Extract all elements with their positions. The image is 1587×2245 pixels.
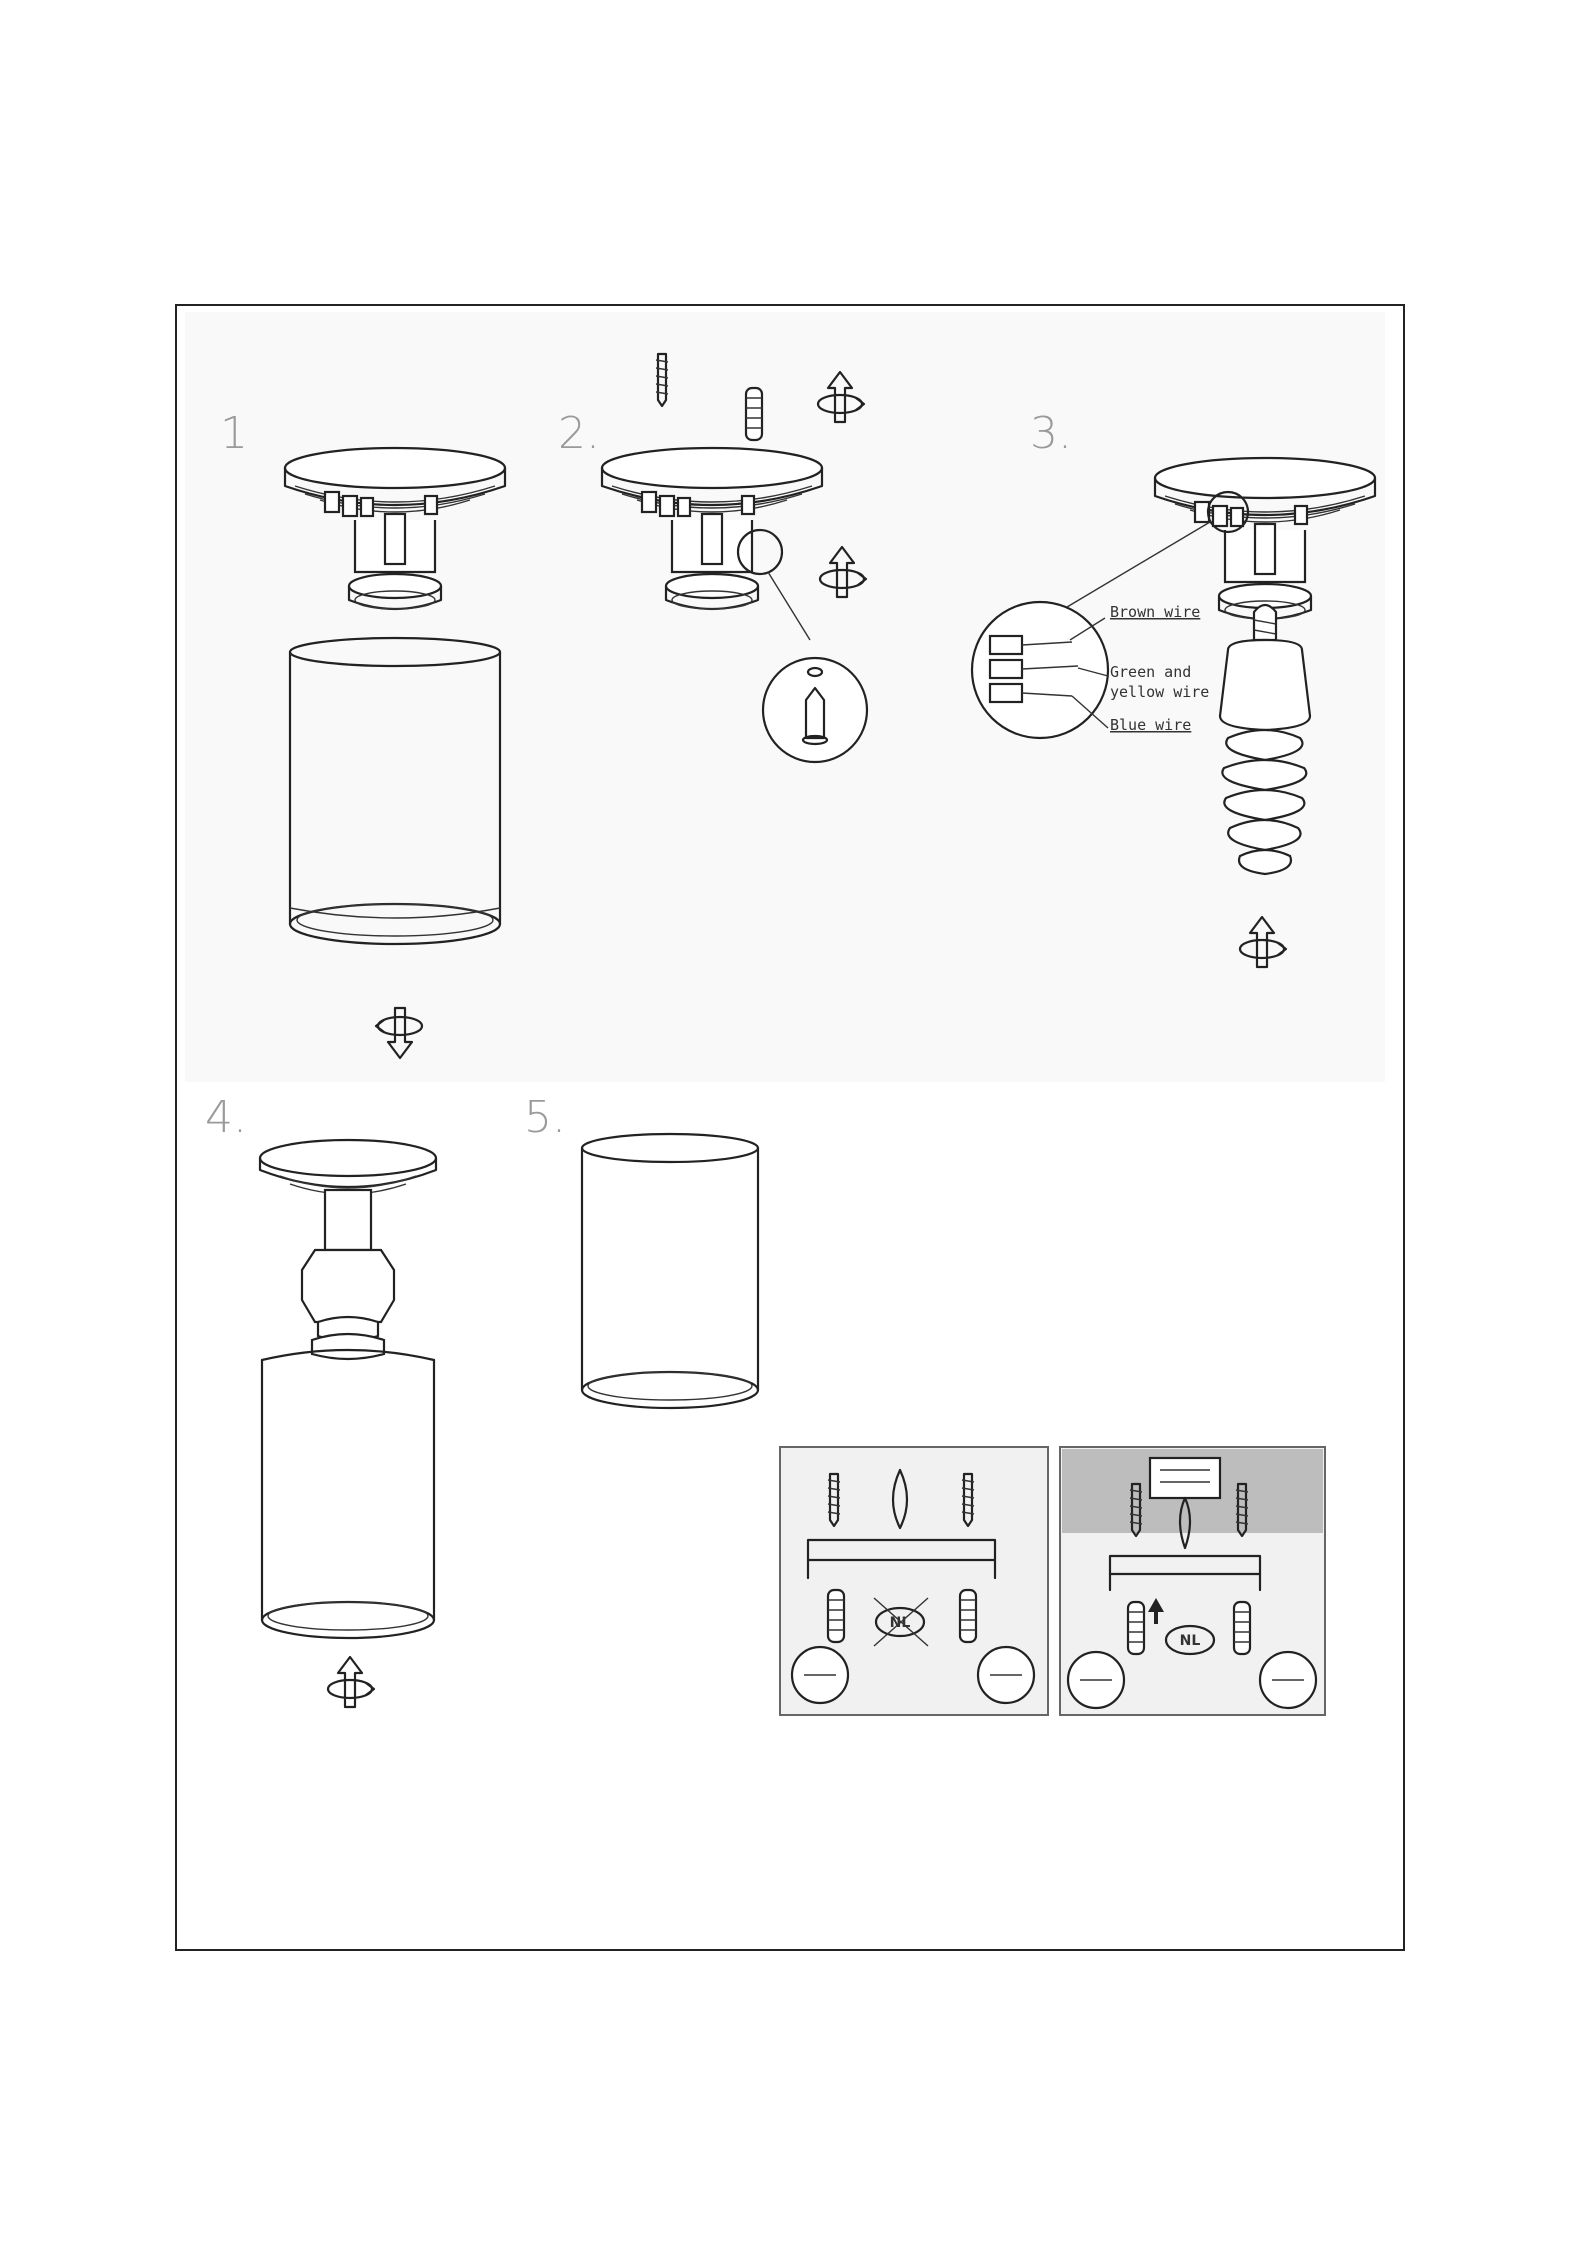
wall-plug-icon xyxy=(746,388,762,440)
brown-wire-label: Brown wire xyxy=(1110,603,1200,621)
step-number-3: 3. xyxy=(1030,408,1072,459)
mounting-panel-right: NL xyxy=(1060,1447,1325,1715)
lamp-holder xyxy=(666,514,758,609)
spiral-bulb xyxy=(1220,605,1310,874)
step-number-1: 1 xyxy=(220,408,248,459)
mounting-panel-left: NL xyxy=(780,1447,1048,1715)
lamp-holder xyxy=(349,514,441,609)
step-number-4: 4. xyxy=(205,1092,247,1143)
nl-mark-right: NL xyxy=(1180,1633,1201,1649)
step-number-5: 5. xyxy=(524,1092,566,1143)
step-number-2: 2. xyxy=(558,408,600,459)
screw-detail-circle xyxy=(763,658,867,762)
blue-wire-label: Blue wire xyxy=(1110,716,1191,734)
green-yellow-wire-label-1: Green and xyxy=(1110,663,1191,681)
green-yellow-wire-label-2: yellow wire xyxy=(1110,683,1209,701)
